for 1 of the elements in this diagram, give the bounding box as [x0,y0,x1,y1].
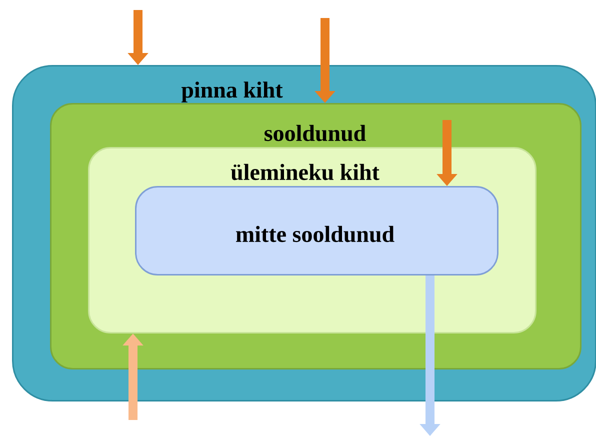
core-box: mitte sooldunud [135,186,498,276]
